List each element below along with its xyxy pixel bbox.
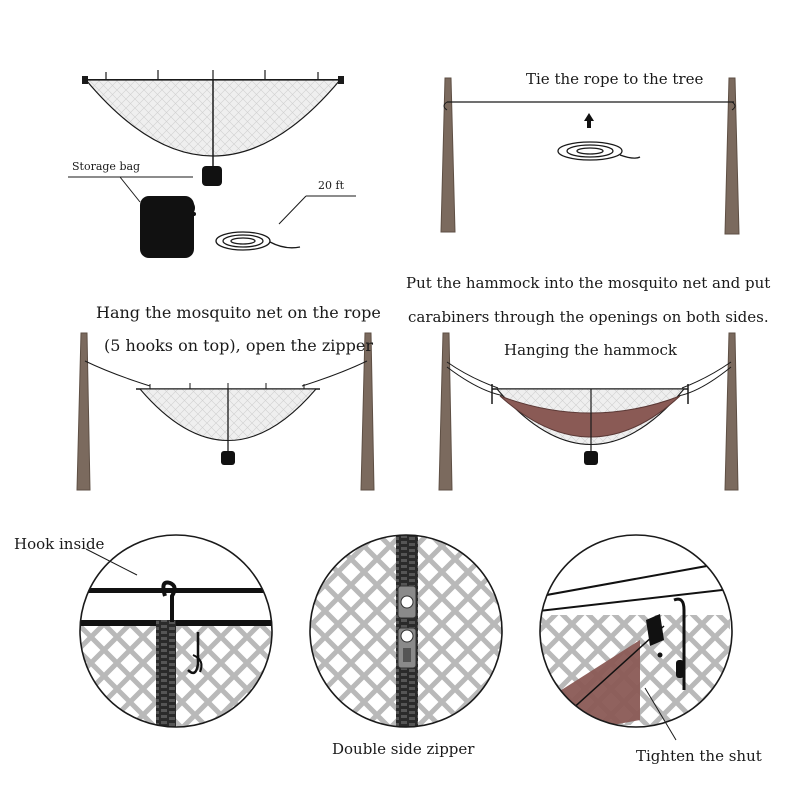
- carabiner-icon: [646, 597, 686, 690]
- panel-tie-rope: [440, 77, 740, 235]
- tree-trunk: [440, 77, 456, 233]
- detail-hook-label: Hook inside: [14, 535, 105, 553]
- tree-trunk: [76, 332, 91, 491]
- hook-icon: [161, 580, 203, 675]
- storage-bag-icon: [140, 196, 196, 258]
- detail-shut-label: Tighten the shut: [636, 747, 762, 765]
- rope-coil-icon: [215, 231, 301, 251]
- tree-trunk: [724, 77, 740, 235]
- panel-components: [68, 70, 356, 258]
- tree-trunk: [360, 332, 375, 491]
- detail-zipper-label: Double side zipper: [332, 740, 475, 758]
- step-hang-net-line2: (5 hooks on top), open the zipper: [104, 336, 373, 355]
- step-hanging-hammock: Hanging the hammock: [504, 341, 678, 359]
- detail-zipper: [309, 534, 503, 728]
- step-tie-rope: Tie the rope to the tree: [526, 70, 704, 88]
- hammock-body: [499, 395, 681, 438]
- panel-hang-net: [76, 332, 375, 491]
- rope-coil-icon: [557, 141, 641, 161]
- detail-shut: [539, 534, 733, 741]
- step-hang-net-line1: Hang the mosquito net on the rope: [96, 303, 381, 322]
- storage-bag-label: Storage bag: [72, 160, 141, 173]
- tree-trunk: [724, 332, 739, 491]
- step-put-hammock-line1: Put the hammock into the mosquito net an…: [406, 274, 771, 292]
- rope-length-label: 20 ft: [318, 179, 344, 192]
- panel-hammock-in-net: [438, 332, 739, 491]
- tree-trunk: [438, 332, 453, 491]
- up-arrow-icon: [584, 113, 594, 128]
- zipper-pull-icon: [397, 585, 417, 669]
- step-put-hammock-line2: carabiners through the openings on both …: [408, 308, 769, 326]
- detail-hook: [79, 534, 273, 728]
- mosquito-net-top: [82, 70, 344, 186]
